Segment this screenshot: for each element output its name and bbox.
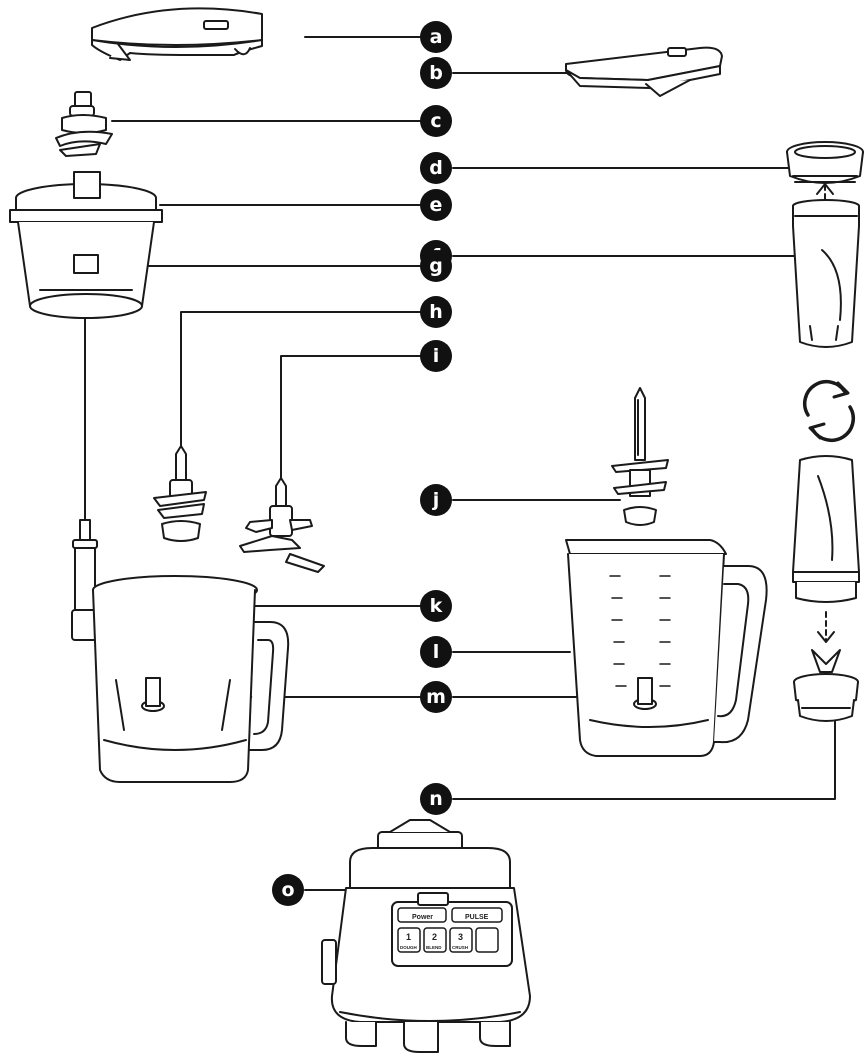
part-i-dough-blade	[240, 478, 324, 572]
svg-text:i: i	[433, 345, 440, 367]
speed-2-sub: BLEND	[426, 945, 442, 950]
callout-i: i	[420, 340, 452, 372]
svg-text:e: e	[430, 194, 443, 216]
svg-text:l: l	[433, 641, 440, 663]
part-b-cup-lid	[566, 48, 722, 96]
callout-e: e	[420, 189, 452, 221]
callout-c: c	[420, 105, 452, 137]
speed-2-label: 2	[432, 932, 437, 942]
callouts: a b c d e f g h i j k l m n o	[272, 21, 452, 906]
callout-g-real: g	[420, 250, 452, 282]
part-f-inverted-cup	[793, 456, 859, 602]
part-e-food-processor-bowl	[10, 172, 162, 318]
svg-text:k: k	[430, 595, 443, 617]
part-d-cup-spout-ring	[787, 142, 863, 183]
crush-icon-button[interactable]	[476, 928, 498, 952]
svg-text:c: c	[430, 110, 441, 132]
svg-text:h: h	[429, 301, 443, 323]
callout-h: h	[420, 296, 452, 328]
speed-3-sub: CRUSH	[452, 945, 468, 950]
svg-text:m: m	[426, 686, 446, 708]
callout-m: m	[420, 681, 452, 713]
part-j-stacked-blade	[612, 388, 668, 525]
callout-n: n	[420, 783, 452, 815]
callout-l: l	[420, 636, 452, 668]
part-c-disc-blade	[56, 92, 112, 156]
callout-b: b	[420, 57, 452, 89]
svg-text:o: o	[281, 879, 294, 901]
svg-text:g: g	[429, 255, 443, 277]
svg-text:d: d	[429, 157, 443, 179]
svg-text:b: b	[429, 62, 443, 84]
speed-1-label: 1	[406, 932, 411, 942]
callout-a: a	[420, 21, 452, 53]
callout-k: k	[420, 590, 452, 622]
part-h-chopping-blade	[154, 446, 206, 541]
speed-1-sub: DOUGH	[400, 945, 417, 950]
callout-j: j	[420, 484, 452, 516]
part-a-bowl-lid	[92, 8, 262, 60]
part-f-single-serve-cup	[793, 200, 859, 347]
part-l-pitcher	[566, 540, 767, 756]
svg-text:a: a	[430, 26, 443, 48]
speed-3-label: 3	[458, 932, 463, 942]
rotate-icon	[805, 382, 854, 441]
pulse-label: PULSE	[465, 914, 489, 921]
callout-d: d	[420, 152, 452, 184]
svg-text:n: n	[429, 788, 443, 810]
power-label: Power	[412, 914, 433, 921]
part-n-cup-blade-assembly	[794, 650, 858, 721]
callout-o: o	[272, 874, 304, 906]
svg-text:j: j	[432, 489, 440, 511]
